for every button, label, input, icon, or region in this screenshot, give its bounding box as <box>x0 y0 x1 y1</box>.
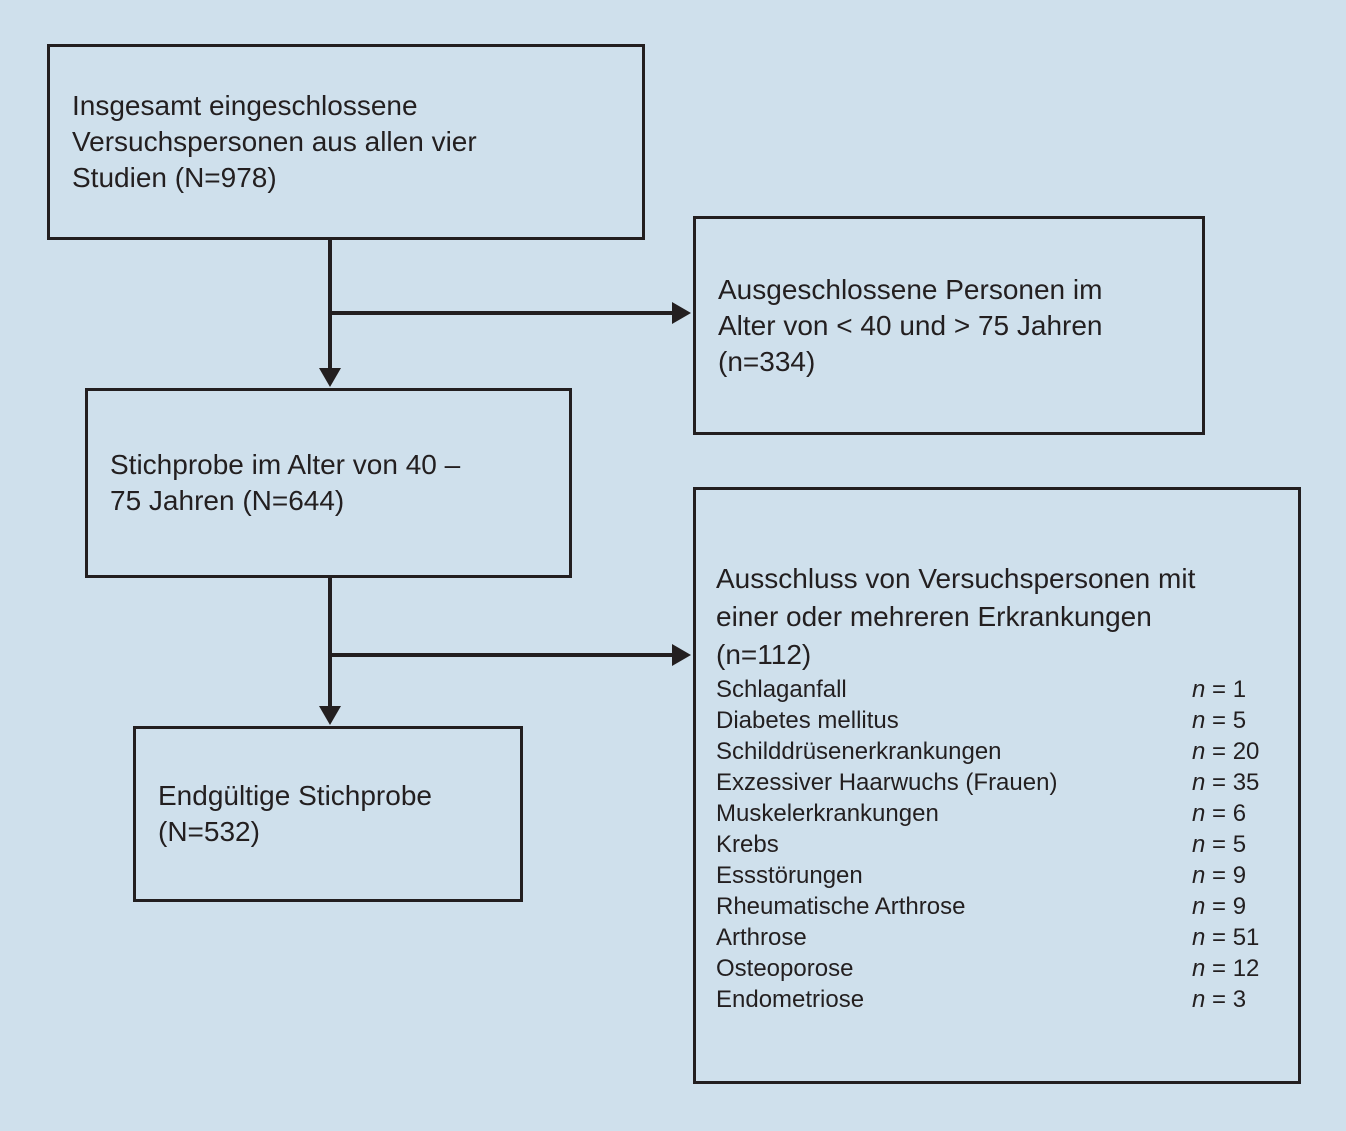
exclusion-item-count: n = 5 <box>1192 707 1247 734</box>
box-total-included-text: Insgesamt eingeschlossene Versuchsperson… <box>72 90 477 193</box>
exclusion-item-count: n = 6 <box>1192 800 1247 827</box>
exclusion-item-count: n = 35 <box>1192 769 1260 796</box>
box-final-sample: Endgültige Stichprobe (N=532) <box>133 726 523 902</box>
arrow-right-icon <box>672 302 691 324</box>
exclusion-item-label: Krebs <box>716 831 779 858</box>
exclusion-item: Diabetes mellitus n = 5 <box>716 705 1290 736</box>
n-symbol: n <box>1192 800 1206 827</box>
arrow-down-icon <box>319 368 341 387</box>
exclusion-item: Schlaganfall n = 1 <box>716 674 1290 705</box>
n-symbol: n <box>1192 955 1206 982</box>
n-symbol: n <box>1192 986 1206 1013</box>
exclusion-item-count: n = 51 <box>1192 924 1260 951</box>
exclusion-item: Krebs n = 5 <box>716 829 1290 860</box>
exclusion-item: Arthrose n = 51 <box>716 922 1290 953</box>
exclusion-item-label: Osteoporose <box>716 955 854 982</box>
arrow-down-icon <box>319 706 341 725</box>
arrow-right-icon <box>672 644 691 666</box>
box-excluded-diseases-header: Ausschluss von Versuchspersonen mit eine… <box>716 563 1196 670</box>
n-symbol: n <box>1192 924 1206 951</box>
exclusion-item-label: Diabetes mellitus <box>716 707 899 734</box>
exclusion-item-count: n = 3 <box>1192 986 1247 1013</box>
n-symbol: n <box>1192 676 1206 703</box>
box-age-sample-text: Stichprobe im Alter von 40 – 75 Jahren (… <box>110 449 461 516</box>
exclusion-item: Exzessiver Haarwuchs (Frauen) n = 35 <box>716 767 1290 798</box>
box-excluded-age-text: Ausgeschlossene Personen im Alter von < … <box>718 273 1103 377</box>
exclusion-item: Muskelerkrankungen n = 6 <box>716 798 1290 829</box>
exclusion-item: Essstörungen n = 9 <box>716 860 1290 891</box>
exclusion-item: Endometriose n = 3 <box>716 984 1290 1015</box>
exclusion-item-label: Schlaganfall <box>716 676 847 703</box>
exclusion-item-label: Muskelerkrankungen <box>716 800 939 827</box>
exclusion-item-label: Schilddrüsenerkrankungen <box>716 738 1002 765</box>
n-symbol: n <box>1192 862 1206 889</box>
exclusion-item: Schilddrüsenerkrankungen n = 20 <box>716 736 1290 767</box>
exclusion-item-count: n = 12 <box>1192 955 1260 982</box>
box-age-sample: Stichprobe im Alter von 40 – 75 Jahren (… <box>85 388 572 578</box>
exclusion-item-count: n = 20 <box>1192 738 1260 765</box>
box-total-included: Insgesamt eingeschlossene Versuchsperson… <box>47 44 645 240</box>
n-symbol: n <box>1192 769 1206 796</box>
box-final-sample-text: Endgültige Stichprobe (N=532) <box>158 780 432 847</box>
box-excluded-age: Ausgeschlossene Personen im Alter von < … <box>693 216 1205 435</box>
exclusion-item-count: n = 5 <box>1192 831 1247 858</box>
exclusion-item-count: n = 9 <box>1192 862 1247 889</box>
n-symbol: n <box>1192 831 1206 858</box>
exclusion-item-count: n = 1 <box>1192 676 1247 703</box>
exclusion-item-label: Essstörungen <box>716 862 863 889</box>
exclusion-item-label: Exzessiver Haarwuchs (Frauen) <box>716 769 1058 796</box>
n-symbol: n <box>1192 738 1206 765</box>
n-symbol: n <box>1192 893 1206 920</box>
exclusion-item-label: Endometriose <box>716 986 865 1013</box>
exclusion-item: Osteoporose n = 12 <box>716 953 1290 984</box>
box-excluded-diseases: Ausschluss von Versuchspersonen mit eine… <box>693 487 1301 1084</box>
exclusion-item: Rheumatische Arthrose n = 9 <box>716 891 1290 922</box>
exclusion-item-label: Rheumatische Arthrose <box>716 893 966 920</box>
exclusion-item-label: Arthrose <box>716 924 807 951</box>
n-symbol: n <box>1192 707 1206 734</box>
exclusion-item-count: n = 9 <box>1192 893 1247 920</box>
